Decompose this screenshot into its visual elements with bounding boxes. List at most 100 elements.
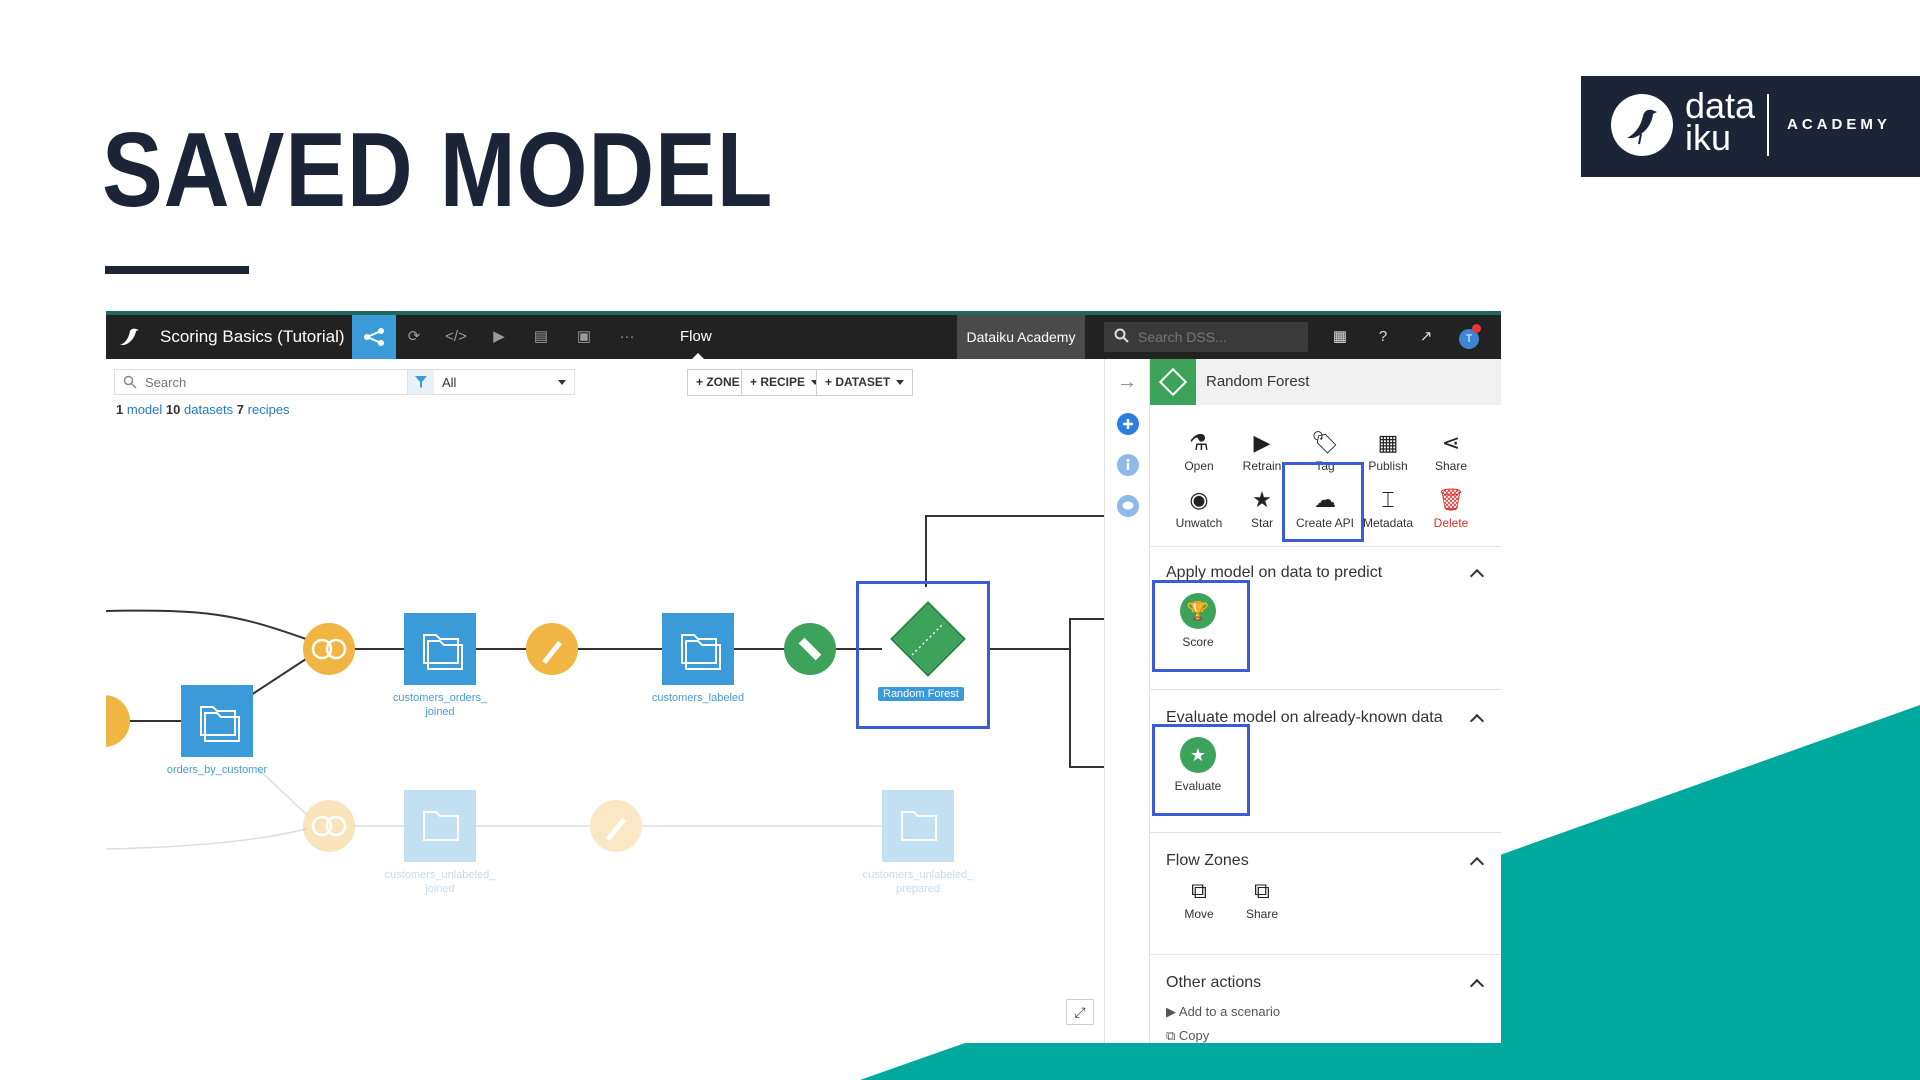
unwatch-action[interactable]: ◉Unwatch [1169, 486, 1229, 530]
flow-filter-select[interactable]: All [407, 369, 575, 395]
flow-counts: 1 model 10 datasets 7 recipes [116, 402, 290, 417]
filter-icon [408, 370, 434, 394]
flow-search-input[interactable] [145, 373, 395, 391]
panel-header: Random Forest [1150, 359, 1501, 405]
current-view-indicator [692, 353, 704, 359]
chevron-up-icon[interactable] [1469, 713, 1485, 729]
evaluate-action[interactable]: ★ Evaluate [1158, 737, 1238, 793]
flow-nav-button[interactable] [352, 315, 396, 359]
trophy-icon: 🏆 [1180, 593, 1216, 629]
dataset-orders-by-customer[interactable] [181, 685, 253, 757]
add-recipe-button[interactable]: + RECIPE [741, 369, 829, 396]
score-action[interactable]: 🏆 Score [1158, 593, 1238, 649]
add-zone-button[interactable]: + ZONE [687, 369, 749, 396]
dataiku-bird-icon[interactable] [116, 323, 144, 351]
zone-share-action[interactable]: ⧉ Share [1232, 877, 1292, 921]
flow-canvas[interactable]: All 1 model 10 datasets 7 recipes + ZONE… [106, 359, 1104, 1043]
add-circle-icon[interactable] [1117, 413, 1139, 435]
divider [1150, 546, 1501, 547]
stack-icon[interactable]: ▤ [533, 328, 549, 345]
dataset-customers-labeled[interactable] [662, 613, 734, 685]
faded-dataset-customers-unlabeled-prepared[interactable] [882, 790, 954, 862]
chevron-up-icon[interactable] [1469, 856, 1485, 872]
open-action[interactable]: ⚗Open [1169, 429, 1229, 473]
flow-icon [364, 328, 384, 346]
arrow-right-icon[interactable]: → [1117, 371, 1137, 393]
models-link[interactable]: model [126, 402, 163, 417]
node-label-orders-by-customer[interactable]: orders_by_customer [166, 764, 268, 776]
share-action[interactable]: ⋖ Share [1421, 429, 1481, 473]
avatar[interactable]: T [1459, 329, 1479, 349]
faded-dataset-customers-unlabeled-joined[interactable] [404, 790, 476, 862]
chevron-up-icon[interactable] [1469, 978, 1485, 994]
apps-grid-icon[interactable]: ▦ [1332, 328, 1348, 345]
trash-icon: 🗑 [1437, 487, 1465, 512]
brand-academy-label: ACADEMY [1787, 116, 1891, 133]
global-search[interactable] [1104, 322, 1308, 352]
metadata-action[interactable]: ⌶ Metadata [1358, 486, 1418, 530]
notification-dot [1472, 324, 1481, 333]
help-icon[interactable]: ? [1378, 328, 1388, 345]
project-name[interactable]: Scoring Basics (Tutorial) [160, 327, 345, 346]
highlight-create-api [1282, 462, 1364, 542]
create-api-action[interactable]: ☁Create API [1295, 486, 1355, 530]
copy-link[interactable]: ⧉ Copy [1166, 1028, 1209, 1043]
section-apply-title[interactable]: Apply model on data to predict [1166, 564, 1383, 581]
dataset-customers-orders-joined[interactable] [404, 613, 476, 685]
current-view-label[interactable]: Flow [680, 328, 712, 345]
instance-label[interactable]: Dataiku Academy [957, 315, 1085, 359]
chevron-down-icon [896, 380, 905, 386]
more-icon[interactable]: ··· [619, 328, 635, 345]
play-icon[interactable]: ▶ [493, 328, 505, 345]
join-recipe-node[interactable] [303, 623, 355, 675]
zone-move-label: Move [1184, 907, 1214, 921]
partial-recipe-node[interactable] [106, 695, 130, 747]
code-loop-icon[interactable]: ⟳ [407, 328, 421, 345]
expand-icon[interactable]: ⤢ [1066, 999, 1094, 1025]
brand-word-line1: data [1685, 85, 1756, 126]
highlight-evaluate [1152, 724, 1250, 816]
train-recipe-node[interactable] [784, 623, 836, 675]
zone-move-action[interactable]: ⧉ Move [1169, 877, 1229, 921]
metadata-label: Metadata [1362, 516, 1414, 530]
chat-icon[interactable] [1117, 495, 1139, 517]
node-label-random-forest[interactable]: Random Forest [878, 687, 964, 701]
node-label-customers-labeled[interactable]: customers_labeled [651, 692, 745, 704]
evaluate-label: Evaluate [1174, 779, 1222, 793]
faded-prepare-recipe-node[interactable] [590, 800, 642, 852]
section-other-title[interactable]: Other actions [1166, 974, 1262, 991]
share-icon: ⋖ [1441, 430, 1461, 455]
publish-action[interactable]: ▦Publish [1358, 429, 1418, 473]
section-evaluate-title[interactable]: Evaluate model on already-known data [1166, 709, 1443, 726]
delete-action[interactable]: 🗑Delete [1421, 486, 1481, 530]
flow-search[interactable] [114, 369, 408, 395]
node-label-customers-unlabeled-joined[interactable]: customers_unlabeled_ joined [384, 869, 496, 895]
trend-icon[interactable]: ↗ [1419, 328, 1433, 345]
section-zones-title[interactable]: Flow Zones [1166, 852, 1249, 869]
saved-model-random-forest-node[interactable] [890, 601, 966, 677]
right-side-rail: → [1104, 359, 1149, 1043]
dataiku-academy-logo: data iku ACADEMY [1581, 76, 1920, 177]
add-to-scenario-link[interactable]: ▶ Add to a scenario [1166, 1004, 1280, 1020]
chevron-up-icon[interactable] [1469, 568, 1485, 584]
retrain-label: Retrain [1242, 459, 1282, 473]
zone-share-label: Share [1245, 907, 1279, 921]
add-dataset-button[interactable]: + DATASET [816, 369, 914, 396]
global-search-input[interactable] [1138, 327, 1298, 347]
info-icon[interactable] [1117, 454, 1139, 476]
share-label: Share [1434, 459, 1468, 473]
metadata-icon: ⌶ [1381, 487, 1395, 512]
code-icon[interactable]: </> [445, 328, 467, 345]
prepare-recipe-node[interactable] [526, 623, 578, 675]
cloud-icon: ☁ [1314, 487, 1336, 512]
panel-title: Random Forest [1206, 373, 1310, 390]
recipes-link[interactable]: recipes [247, 402, 290, 417]
faded-join-recipe-node[interactable] [303, 800, 355, 852]
retrain-action[interactable]: ▶Retrain [1232, 429, 1292, 473]
unwatch-label: Unwatch [1175, 516, 1223, 530]
star-action[interactable]: ★Star [1232, 486, 1292, 530]
node-label-customers-orders-joined[interactable]: customers_orders_ joined [392, 692, 488, 718]
datasets-link[interactable]: datasets [184, 402, 234, 417]
dashboard-icon[interactable]: ▣ [576, 328, 592, 345]
node-label-customers-unlabeled-prepared[interactable]: customers_unlabeled_ prepared [862, 869, 974, 895]
